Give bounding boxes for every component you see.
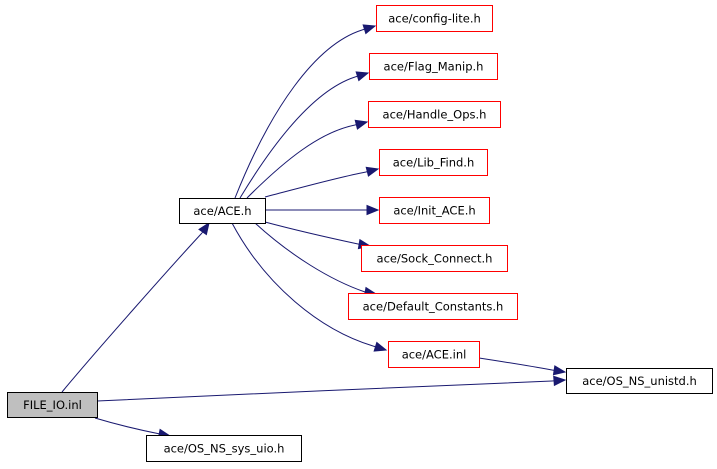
node-config-lite-h[interactable]: ace/config-lite.h bbox=[376, 5, 493, 32]
edge-ace_h-to-handle_ops_h bbox=[246, 119, 369, 199]
nodes-layer: FILE_IO.inl ace/ACE.h ace/config-lite.h ace… bbox=[7, 5, 713, 462]
node-box[interactable] bbox=[379, 149, 488, 176]
node-box[interactable] bbox=[388, 341, 480, 368]
node-ace-h: ace/ACE.h bbox=[179, 198, 266, 224]
edge-ace_h-to-lib_find_h bbox=[264, 166, 380, 198]
arrow-head-icon bbox=[198, 221, 210, 236]
edge-ace_h-to-ace_inl bbox=[231, 222, 388, 352]
edge-line bbox=[94, 417, 161, 435]
node-box[interactable] bbox=[369, 53, 498, 80]
arrow-head-icon bbox=[362, 24, 377, 35]
node-os-ns-sys-uio-h: ace/OS_NS_sys_uio.h bbox=[146, 435, 302, 462]
node-label: ace/OS_NS_sys_uio.h bbox=[164, 442, 285, 456]
edge-line bbox=[61, 232, 203, 393]
edge-line bbox=[478, 357, 553, 371]
node-label: ace/ACE.h bbox=[193, 204, 251, 218]
node-file-io-inl: FILE_IO.inl bbox=[7, 392, 98, 418]
edge-file_io_inl-to-ace_h bbox=[61, 221, 210, 393]
node-flag-manip-h[interactable]: ace/Flag_Manip.h bbox=[369, 53, 498, 80]
edge-line bbox=[96, 380, 553, 402]
node-box[interactable] bbox=[379, 197, 490, 224]
edge-ace_inl-to-os_ns_unistd_h bbox=[478, 357, 567, 376]
node-label[interactable]: ace/Init_ACE.h bbox=[393, 204, 475, 218]
node-label[interactable]: ace/Handle_Ops.h bbox=[383, 108, 487, 122]
node-label[interactable]: ace/Sock_Connect.h bbox=[377, 252, 493, 266]
node-label[interactable]: ace/Flag_Manip.h bbox=[384, 60, 484, 74]
arrow-head-icon bbox=[552, 365, 567, 376]
node-handle-ops-h[interactable]: ace/Handle_Ops.h bbox=[368, 101, 501, 128]
node-box[interactable] bbox=[376, 5, 493, 32]
node-label: FILE_IO.inl bbox=[23, 398, 82, 412]
edge-line bbox=[264, 171, 367, 198]
edge-ace_h-to-init_ace_h bbox=[264, 204, 380, 216]
edge-file_io_inl-to-os_ns_unistd_h bbox=[96, 375, 567, 402]
arrow-head-icon bbox=[365, 166, 380, 177]
node-init-ace-h[interactable]: ace/Init_ACE.h bbox=[379, 197, 490, 224]
node-ace-inl[interactable]: ace/ACE.inl bbox=[388, 341, 480, 368]
arrow-head-icon bbox=[553, 375, 567, 387]
node-label[interactable]: ace/Default_Constants.h bbox=[363, 300, 504, 314]
node-box bbox=[146, 435, 302, 462]
edge-ace_h-to-flag_manip_h bbox=[239, 71, 370, 199]
node-box[interactable] bbox=[361, 245, 508, 272]
node-lib-find-h[interactable]: ace/Lib_Find.h bbox=[379, 149, 488, 176]
edge-line bbox=[234, 29, 363, 199]
edge-line bbox=[231, 222, 374, 347]
edge-line bbox=[254, 222, 366, 293]
node-os-ns-unistd-h: ace/OS_NS_unistd.h bbox=[566, 368, 713, 394]
edge-ace_h-to-config_lite_h bbox=[234, 24, 377, 199]
node-label[interactable]: ace/config-lite.h bbox=[388, 12, 481, 26]
node-label[interactable]: ace/ACE.inl bbox=[402, 348, 467, 362]
arrow-head-icon bbox=[354, 119, 369, 130]
node-box[interactable] bbox=[368, 101, 501, 128]
edge-line bbox=[246, 124, 356, 199]
node-box bbox=[7, 392, 98, 418]
node-default-constants-h[interactable]: ace/Default_Constants.h bbox=[348, 293, 518, 320]
node-box bbox=[179, 198, 266, 224]
arrow-head-icon bbox=[366, 204, 380, 216]
edge-line bbox=[239, 76, 356, 199]
edge-line bbox=[264, 221, 359, 245]
node-box bbox=[566, 368, 713, 394]
node-box[interactable] bbox=[348, 293, 518, 320]
edges-layer bbox=[61, 24, 567, 439]
arrow-head-icon bbox=[355, 71, 370, 82]
node-sock-connect-h[interactable]: ace/Sock_Connect.h bbox=[361, 245, 508, 272]
node-label: ace/OS_NS_unistd.h bbox=[582, 374, 697, 388]
node-label[interactable]: ace/Lib_Find.h bbox=[393, 156, 474, 170]
arrow-head-icon bbox=[373, 341, 388, 352]
